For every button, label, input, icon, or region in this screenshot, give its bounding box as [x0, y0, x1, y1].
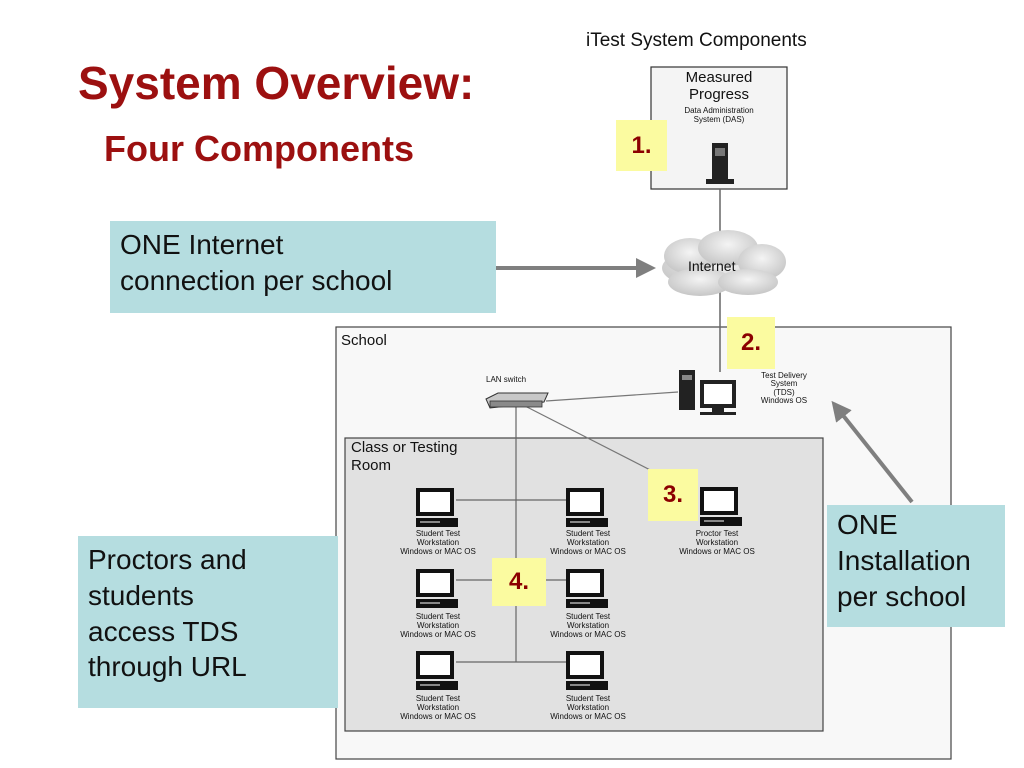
das-label: Measured Progress Data Administration Sy…: [660, 69, 778, 124]
das-label-line: Data Administration: [684, 105, 754, 115]
tds-label-line: (TDS): [773, 387, 795, 397]
workstation-label-line: Student Test: [565, 612, 611, 621]
workstation-label-line: Proctor Test: [695, 529, 739, 538]
workstation-label: Student Test Workstation Windows or MAC …: [528, 612, 648, 639]
internet-cloud-icon: [662, 230, 786, 296]
workstation-label: Student Test Workstation Windows or MAC …: [378, 694, 498, 721]
callout-line: per school: [837, 580, 967, 612]
callout-line: students: [88, 579, 194, 611]
workstation-label-line: Workstation: [695, 537, 739, 547]
callout-line: access TDS: [88, 615, 239, 647]
workstation-label-line: Workstation: [416, 620, 460, 630]
installation-callout: ONE Installation per school: [827, 505, 1005, 627]
workstation-label-line: Workstation: [416, 537, 460, 547]
workstation-label-line: Student Test: [565, 529, 611, 538]
workstation-icon: [416, 651, 458, 690]
lan-switch-label: LAN switch: [486, 375, 527, 384]
workstation-label: Student Test Workstation Windows or MAC …: [528, 529, 648, 556]
install-arrow: [831, 400, 914, 504]
number-badge-3: 3.: [648, 469, 698, 521]
diagram-title: iTest System Components: [586, 30, 807, 51]
workstation-label-line: Windows or MAC OS: [550, 711, 626, 721]
workstation-label-line: Windows or MAC OS: [400, 629, 476, 639]
workstation-icon: [566, 651, 608, 690]
workstation-icon: [566, 569, 608, 608]
workstation-label-line: Windows or MAC OS: [679, 546, 755, 556]
callout-line: Proctors and: [88, 544, 247, 575]
lan-proctor-line: [524, 405, 663, 477]
number-badge-2: 2.: [727, 317, 775, 369]
workstation-label: Student Test Workstation Windows or MAC …: [528, 694, 648, 721]
school-label: School: [341, 332, 387, 349]
workstation-label-line: Student Test: [415, 612, 461, 621]
workstation-label-line: Workstation: [566, 620, 610, 630]
testing-room-label: Class or Testing Room: [351, 439, 457, 475]
internet-connection-callout: ONE Internet connection per school: [110, 221, 496, 313]
tds-label: Test Delivery System (TDS) Windows OS: [744, 371, 824, 406]
tds-label-line: Windows OS: [760, 396, 808, 406]
tds-computer-icon: [679, 370, 736, 415]
testing-room-label-line: Class or Testing: [351, 439, 458, 456]
callout-line: through URL: [88, 651, 247, 683]
workstation-label: Proctor Test Workstation Windows or MAC …: [657, 529, 777, 556]
workstation-label-line: Windows or MAC OS: [550, 629, 626, 639]
das-server-icon: [706, 143, 734, 184]
callout-line: connection per school: [120, 264, 393, 296]
workstation-label-line: Student Test: [565, 694, 611, 703]
workstation-icon: [416, 569, 458, 608]
das-label-line: Measured: [685, 69, 753, 86]
callout-line: ONE Internet: [120, 229, 284, 260]
tds-label-line: System: [770, 379, 798, 389]
slide-title: System Overview:: [78, 57, 475, 109]
workstation-label-line: Student Test: [415, 694, 461, 703]
number-badge-4: 4.: [492, 558, 546, 606]
workstation-label: Student Test Workstation Windows or MAC …: [378, 529, 498, 556]
das-label-line: System (DAS): [693, 114, 745, 124]
lan-tds-line: [545, 391, 679, 402]
workstation-label-line: Workstation: [566, 537, 610, 547]
workstation-label-line: Workstation: [566, 702, 610, 712]
callout-line: ONE: [837, 509, 898, 540]
workstation-label-line: Windows or MAC OS: [400, 546, 476, 556]
workstation-label: Student Test Workstation Windows or MAC …: [378, 612, 498, 639]
internet-label: Internet: [688, 258, 736, 274]
workstation-label-line: Student Test: [415, 529, 461, 538]
workstation-label-line: Workstation: [416, 702, 460, 712]
proctors-callout: Proctors and students access TDS through…: [78, 536, 338, 708]
workstation-label-line: Windows or MAC OS: [550, 546, 626, 556]
lan-switch-icon: [485, 392, 549, 409]
slide-subtitle: Four Components: [104, 128, 414, 169]
testing-room-label-line: Room: [351, 457, 392, 474]
workstation-icon: [566, 488, 608, 527]
das-label-line: Progress: [688, 86, 750, 104]
tds-label-line: Test Delivery: [761, 371, 807, 380]
callout-line: Installation: [837, 544, 971, 576]
number-badge-1: 1.: [616, 120, 667, 171]
workstation-label-line: Windows or MAC OS: [400, 711, 476, 721]
workstation-icon: [416, 488, 458, 527]
workstation-icon: [700, 487, 742, 526]
